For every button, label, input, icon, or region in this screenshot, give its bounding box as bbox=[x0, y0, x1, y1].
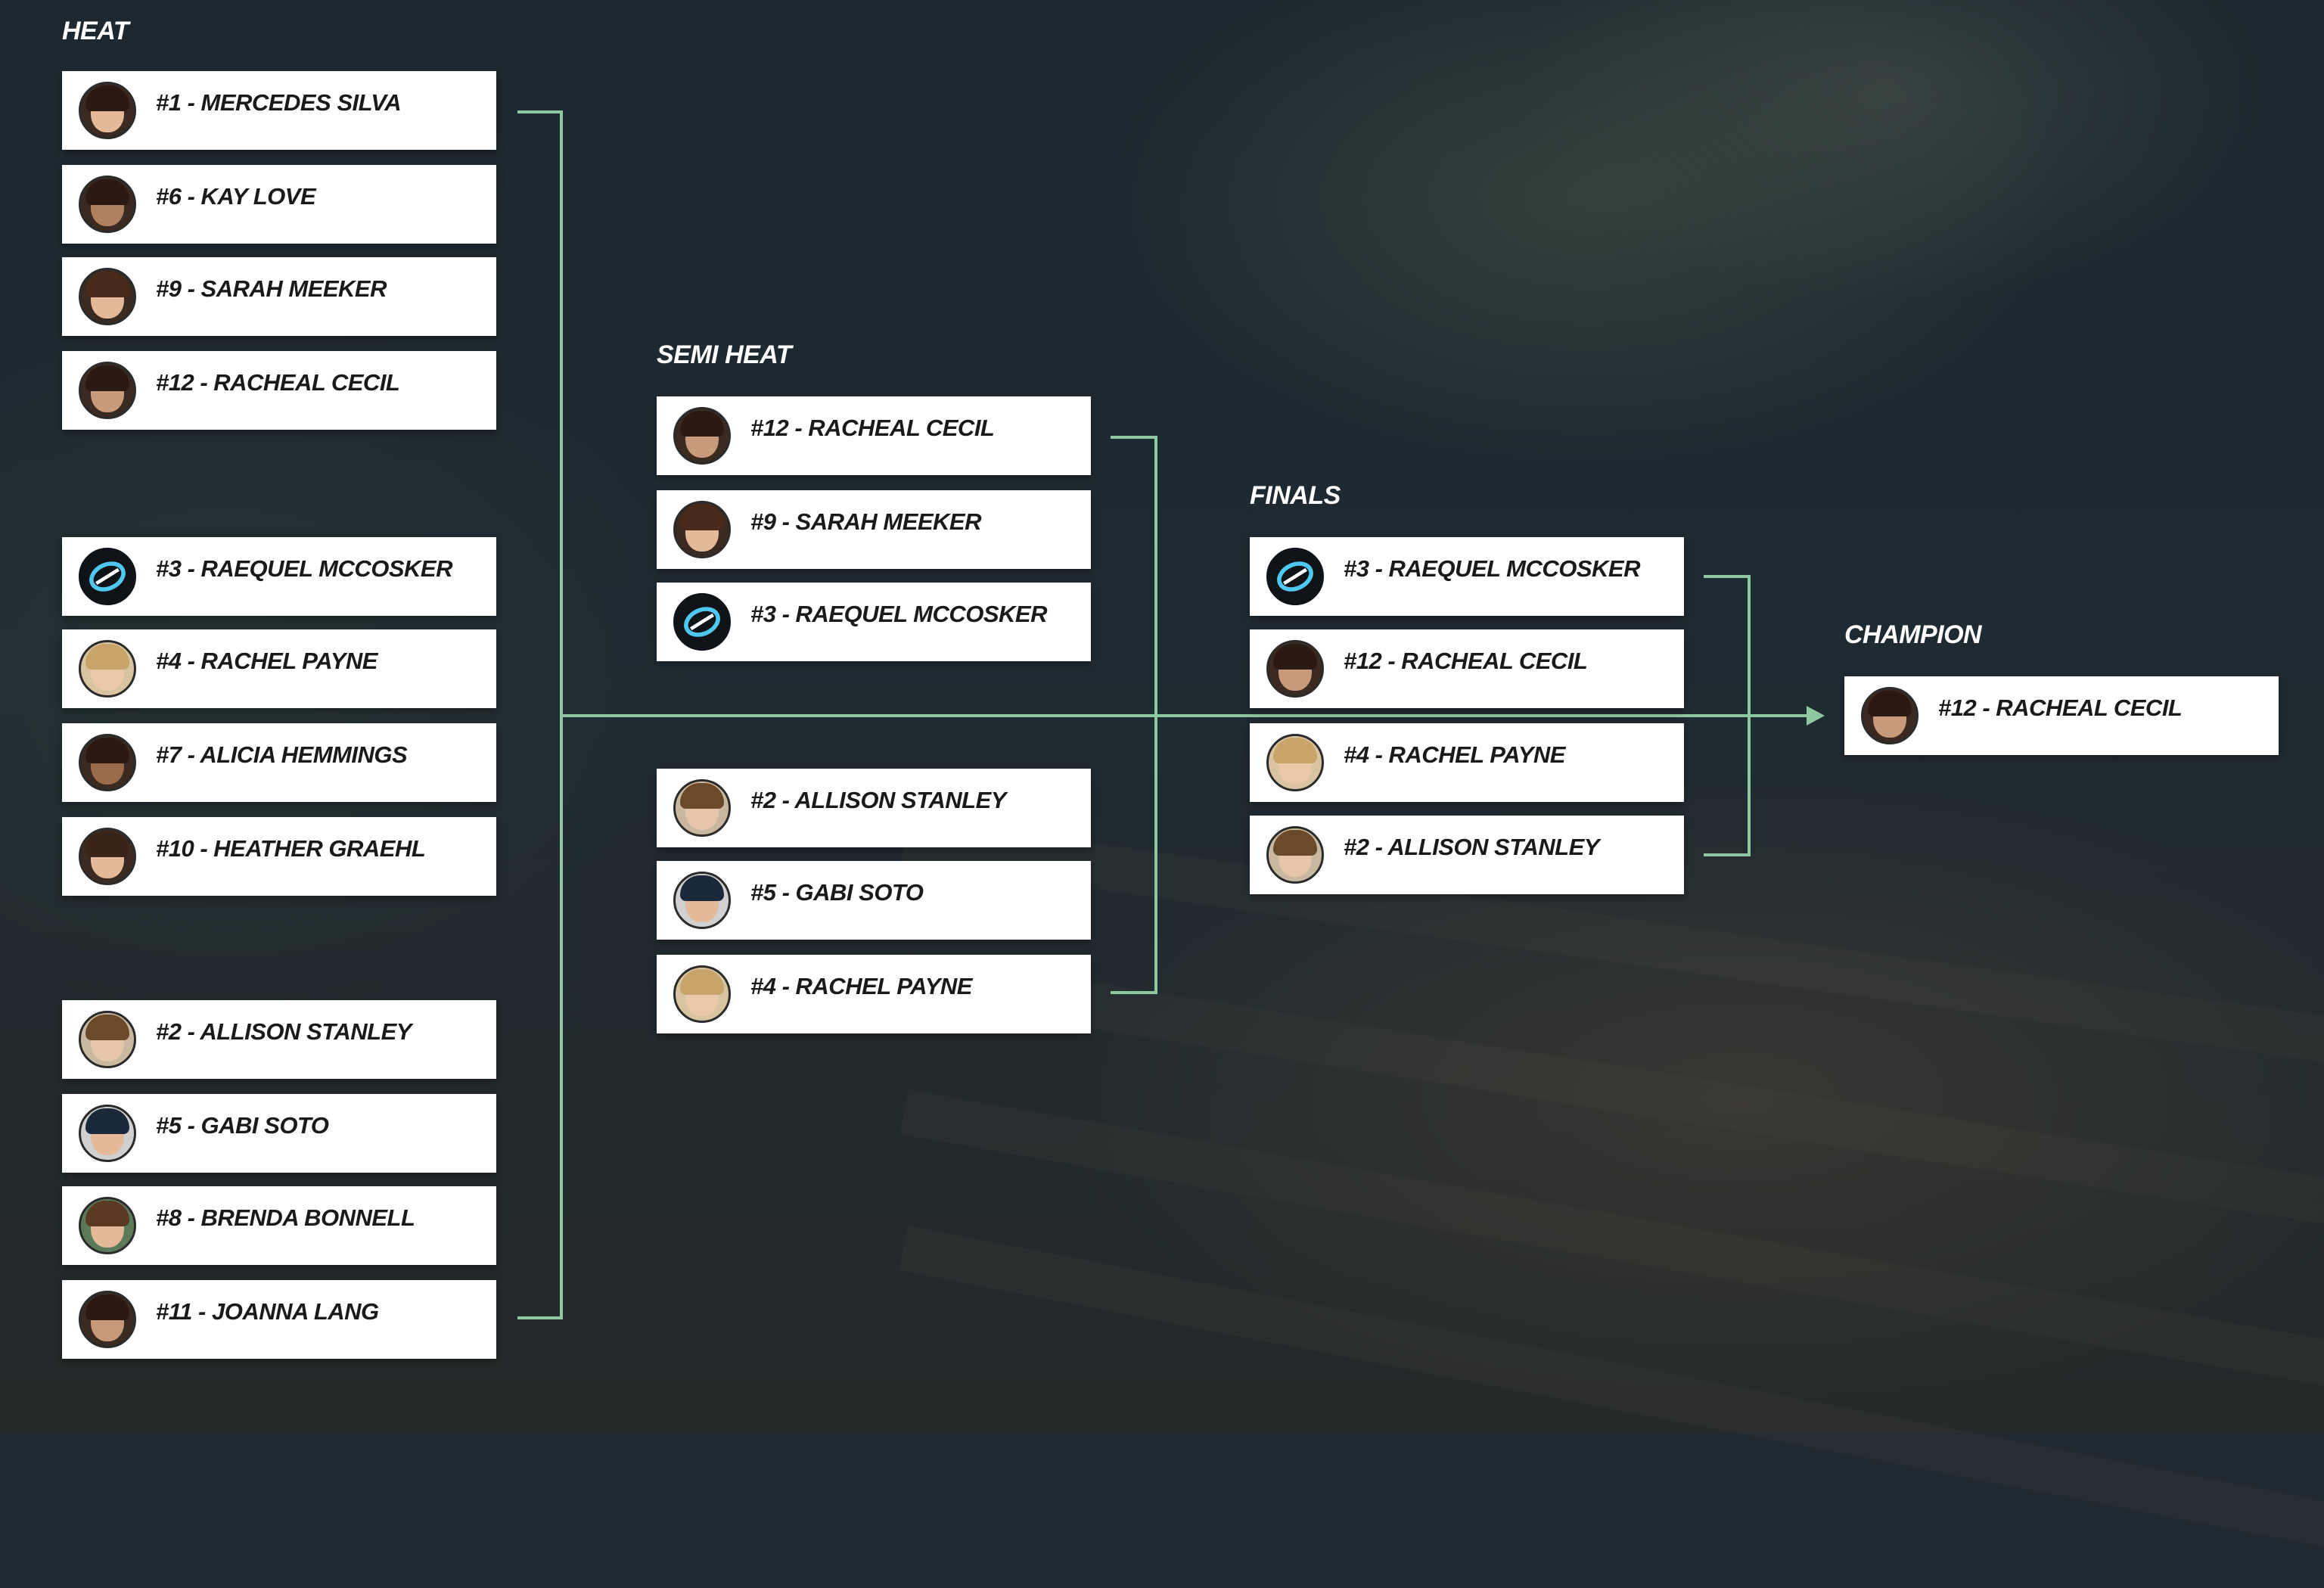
rider-name: #4 - RACHEL PAYNE bbox=[1344, 741, 1565, 768]
champion-title: CHAMPION bbox=[1844, 620, 1982, 649]
rider-avatar bbox=[79, 268, 136, 325]
rider-avatar bbox=[79, 734, 136, 791]
sponsor-logo-icon bbox=[1266, 548, 1324, 605]
rider-name: #5 - GABI SOTO bbox=[156, 1112, 329, 1139]
finals-rider-card[interactable]: #3 - RAEQUEL MCCOSKER bbox=[1250, 537, 1684, 616]
heat-rider-card[interactable]: #6 - KAY LOVE bbox=[62, 165, 496, 244]
heat-rider-card[interactable]: #4 - RACHEL PAYNE bbox=[62, 629, 496, 708]
rider-name: #12 - RACHEAL CECIL bbox=[1938, 695, 2183, 721]
rider-name: #8 - BRENDA BONNELL bbox=[156, 1204, 415, 1231]
rider-name: #9 - SARAH MEEKER bbox=[156, 275, 387, 302]
heat-rider-card[interactable]: #9 - SARAH MEEKER bbox=[62, 257, 496, 336]
rider-avatar bbox=[79, 1011, 136, 1068]
finals-rider-card[interactable]: #2 - ALLISON STANLEY bbox=[1250, 816, 1684, 894]
rider-avatar bbox=[79, 828, 136, 885]
rider-name: #9 - SARAH MEEKER bbox=[750, 508, 982, 535]
finals-rider-card[interactable]: #12 - RACHEAL CECIL bbox=[1250, 629, 1684, 708]
rider-avatar bbox=[673, 779, 731, 837]
heat-rider-card[interactable]: #11 - JOANNA LANG bbox=[62, 1280, 496, 1359]
sponsor-logo-icon bbox=[673, 593, 731, 651]
champion-rider-card[interactable]: #12 - RACHEAL CECIL bbox=[1844, 676, 2279, 755]
rider-avatar bbox=[79, 362, 136, 419]
rider-avatar bbox=[673, 872, 731, 929]
sponsor-logo-icon bbox=[79, 548, 136, 605]
rider-name: #5 - GABI SOTO bbox=[750, 879, 924, 906]
heat-rider-card[interactable]: #8 - BRENDA BONNELL bbox=[62, 1186, 496, 1265]
semi-heat-title: SEMI HEAT bbox=[657, 340, 792, 369]
rider-avatar bbox=[79, 1291, 136, 1348]
rider-name: #1 - MERCEDES SILVA bbox=[156, 89, 402, 116]
semi-rider-card[interactable]: #5 - GABI SOTO bbox=[657, 861, 1091, 940]
heat-rider-card[interactable]: #10 - HEATHER GRAEHL bbox=[62, 817, 496, 896]
rider-name: #10 - HEATHER GRAEHL bbox=[156, 835, 426, 862]
rider-name: #3 - RAEQUEL MCCOSKER bbox=[750, 601, 1048, 627]
finals-title: FINALS bbox=[1250, 481, 1341, 510]
rider-name: #4 - RACHEL PAYNE bbox=[750, 973, 972, 999]
rider-avatar bbox=[79, 1197, 136, 1254]
rider-avatar bbox=[673, 501, 731, 558]
rider-name: #12 - RACHEAL CECIL bbox=[1344, 648, 1588, 674]
rider-avatar bbox=[1266, 734, 1324, 791]
semi-rider-card[interactable]: #4 - RACHEL PAYNE bbox=[657, 955, 1091, 1033]
rider-name: #11 - JOANNA LANG bbox=[156, 1298, 379, 1325]
semi-rider-card[interactable]: #12 - RACHEAL CECIL bbox=[657, 396, 1091, 475]
heat-rider-card[interactable]: #2 - ALLISON STANLEY bbox=[62, 1000, 496, 1079]
rider-name: #12 - RACHEAL CECIL bbox=[750, 415, 995, 441]
rider-name: #12 - RACHEAL CECIL bbox=[156, 369, 400, 396]
heat-rider-card[interactable]: #5 - GABI SOTO bbox=[62, 1094, 496, 1173]
rider-avatar bbox=[79, 82, 136, 139]
heat-rider-card[interactable]: #3 - RAEQUEL MCCOSKER bbox=[62, 537, 496, 616]
semi-rider-card[interactable]: #9 - SARAH MEEKER bbox=[657, 490, 1091, 569]
rider-avatar bbox=[79, 176, 136, 233]
rider-name: #4 - RACHEL PAYNE bbox=[156, 648, 377, 674]
heat-rider-card[interactable]: #12 - RACHEAL CECIL bbox=[62, 351, 496, 430]
rider-avatar bbox=[79, 640, 136, 698]
rider-avatar bbox=[1861, 687, 1919, 744]
rider-name: #6 - KAY LOVE bbox=[156, 183, 316, 210]
rider-name: #7 - ALICIA HEMMINGS bbox=[156, 741, 408, 768]
rider-name: #3 - RAEQUEL MCCOSKER bbox=[1344, 555, 1641, 582]
rider-avatar bbox=[1266, 640, 1324, 698]
rider-name: #2 - ALLISON STANLEY bbox=[1344, 834, 1599, 860]
rider-avatar bbox=[79, 1105, 136, 1162]
rider-avatar bbox=[673, 965, 731, 1023]
finals-rider-card[interactable]: #4 - RACHEL PAYNE bbox=[1250, 723, 1684, 802]
semi-rider-card[interactable]: #3 - RAEQUEL MCCOSKER bbox=[657, 583, 1091, 661]
heat-title: HEAT bbox=[62, 17, 129, 45]
rider-avatar bbox=[673, 407, 731, 465]
semi-rider-card[interactable]: #2 - ALLISON STANLEY bbox=[657, 769, 1091, 847]
heat-rider-card[interactable]: #1 - MERCEDES SILVA bbox=[62, 71, 496, 150]
rider-name: #2 - ALLISON STANLEY bbox=[750, 787, 1006, 813]
rider-name: #2 - ALLISON STANLEY bbox=[156, 1018, 412, 1045]
heat-rider-card[interactable]: #7 - ALICIA HEMMINGS bbox=[62, 723, 496, 802]
rider-name: #3 - RAEQUEL MCCOSKER bbox=[156, 555, 453, 582]
rider-avatar bbox=[1266, 826, 1324, 884]
